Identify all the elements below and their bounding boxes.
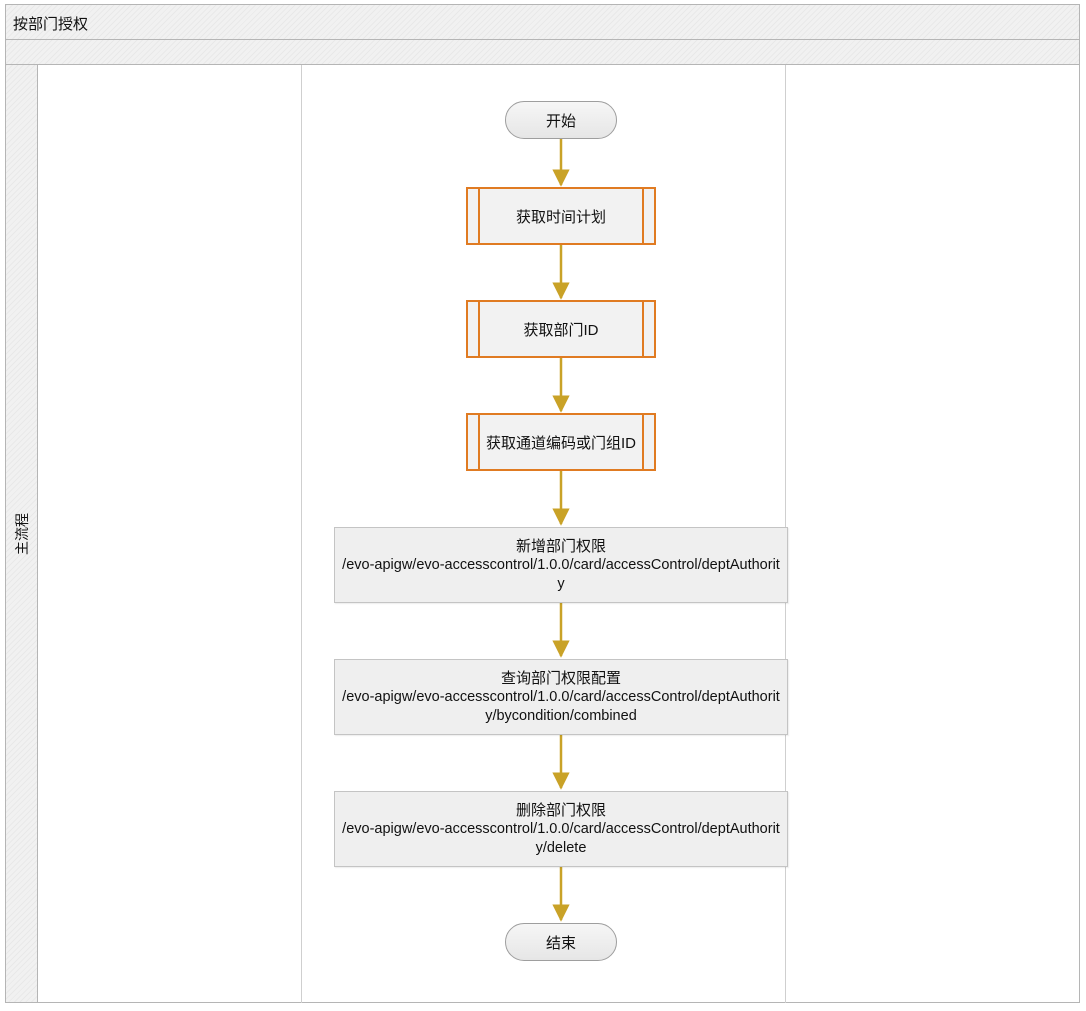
- query-department-authority-path: /evo-apigw/evo-accesscontrol/1.0.0/card/…: [342, 688, 780, 724]
- end-label: 结束: [545, 934, 576, 952]
- delete-department-authority-node: 删除部门权限 /evo-apigw/evo-accesscontrol/1.0.…: [334, 791, 788, 867]
- get-channel-code-label: 获取通道编码或门组ID: [485, 434, 636, 452]
- delete-department-authority-path: /evo-apigw/evo-accesscontrol/1.0.0/card/…: [342, 820, 780, 856]
- add-department-authority-path: /evo-apigw/evo-accesscontrol/1.0.0/card/…: [342, 556, 780, 592]
- get-time-schedule-label: 获取时间计划: [515, 208, 606, 226]
- lane-body: [38, 65, 1080, 1003]
- phase-row: [5, 40, 1080, 65]
- column-divider-left: [301, 65, 302, 1003]
- get-time-schedule-node: 获取时间计划: [466, 187, 656, 245]
- add-department-authority-title: 新增部门权限: [515, 537, 606, 555]
- start-label: 开始: [545, 112, 576, 130]
- get-department-id-node: 获取部门ID: [466, 300, 656, 358]
- lane-header: 主流程: [5, 65, 38, 1003]
- get-department-id-label: 获取部门ID: [523, 321, 599, 339]
- query-department-authority-node: 查询部门权限配置 /evo-apigw/evo-accesscontrol/1.…: [334, 659, 788, 735]
- get-channel-code-node: 获取通道编码或门组ID: [466, 413, 656, 471]
- start-node: 开始: [505, 101, 617, 139]
- pool-header: 按部门授权: [5, 4, 1080, 40]
- pool-title: 按部门授权: [13, 16, 89, 33]
- delete-department-authority-title: 删除部门权限: [515, 801, 606, 819]
- end-node: 结束: [505, 923, 617, 961]
- add-department-authority-node: 新增部门权限 /evo-apigw/evo-accesscontrol/1.0.…: [334, 527, 788, 603]
- query-department-authority-title: 查询部门权限配置: [500, 669, 621, 687]
